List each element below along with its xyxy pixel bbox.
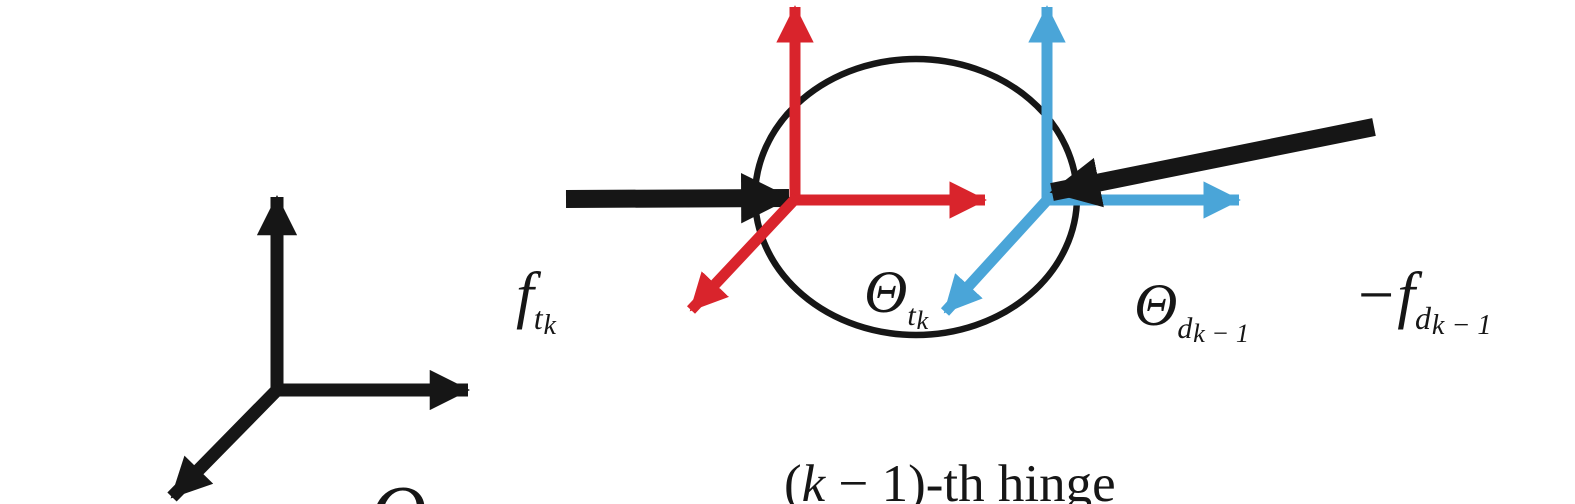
tool-frame-z-axis	[686, 193, 802, 314]
caption-hinge: (k − 1)-th hinge	[731, 405, 1116, 504]
subscript: d	[1177, 311, 1193, 345]
caption-open: (	[784, 455, 802, 504]
caption-rest: − 1)-th hinge	[825, 455, 1116, 504]
subsubscript: k	[916, 305, 929, 336]
hinge-frame-z-axis	[940, 194, 1054, 316]
subscript: t	[533, 300, 543, 337]
subscript: d	[1414, 300, 1431, 337]
label-tool-frame: Θtk	[804, 207, 928, 378]
world-frame-z-axis	[167, 383, 284, 502]
world-frame-axes	[167, 194, 471, 502]
label-force-f-tk: ftk	[452, 204, 556, 386]
theta-symbol: Θ	[1134, 272, 1178, 338]
force-symbol: −f	[1354, 258, 1415, 330]
subsubscript: k	[543, 310, 557, 342]
label-hinge-frame: Θdk − 1	[1074, 220, 1249, 391]
force-symbol: f	[516, 258, 534, 330]
theta-symbol: Θ	[864, 259, 908, 325]
force-arrow-f-tk	[565, 173, 792, 224]
label-force-neg-f-dk1: −fdk − 1	[1290, 204, 1491, 386]
subsubscript: k − 1	[1431, 310, 1492, 342]
tool-frame-axes	[686, 5, 987, 314]
theta-symbol: Θ	[370, 469, 426, 504]
label-world-frame: Θo	[292, 402, 446, 504]
caption-variable: k	[801, 455, 826, 504]
force-arrow-neg-f-dk1	[1049, 118, 1376, 208]
subsubscript: k − 1	[1193, 318, 1250, 349]
subscript: t	[907, 298, 916, 332]
